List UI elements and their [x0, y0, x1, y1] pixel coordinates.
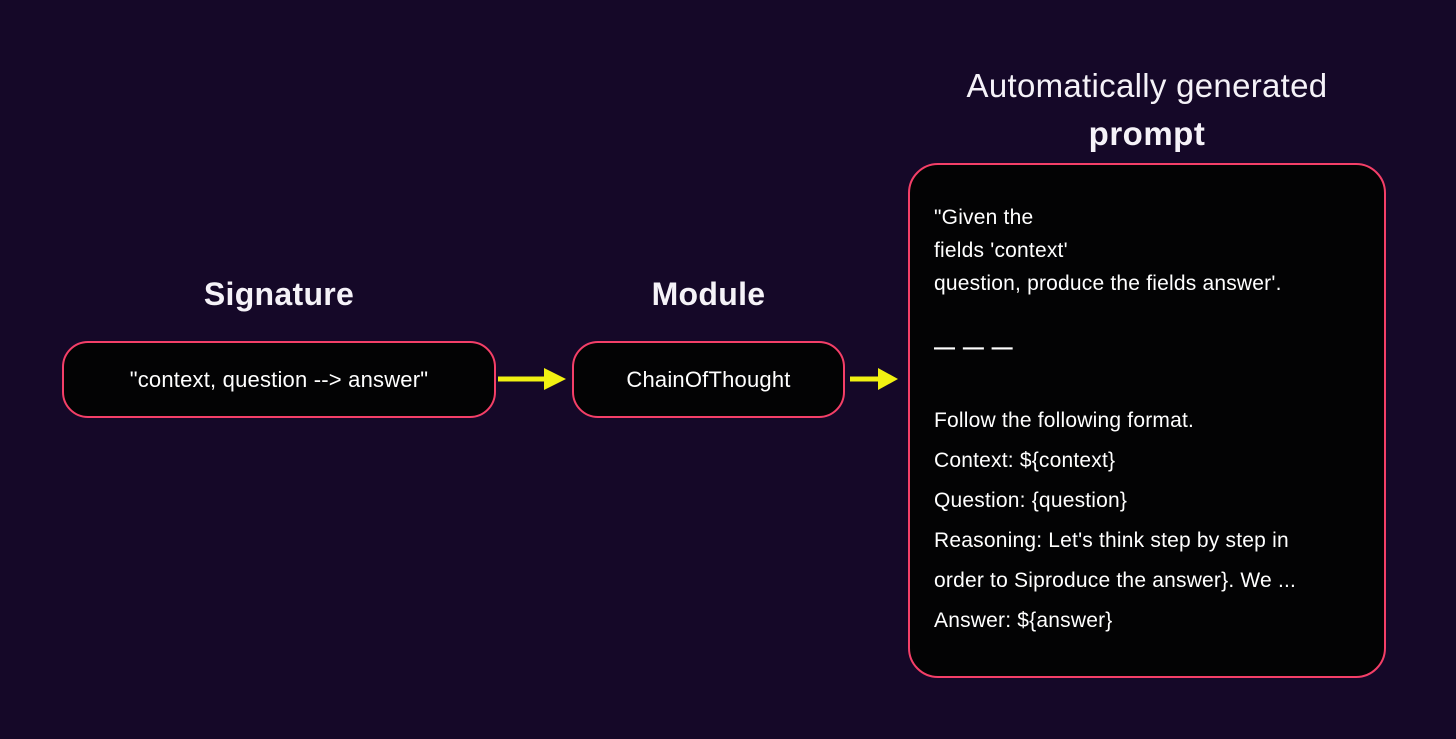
- prompt-heading-line1: Automatically generated: [966, 67, 1328, 104]
- signature-heading: Signature: [203, 276, 355, 312]
- prompt-intro-paragraph: "Given the fields 'context' question, pr…: [934, 201, 1364, 300]
- prompt-line: fields 'context': [934, 239, 1068, 262]
- signature-value: "context, question --> answer": [129, 366, 429, 392]
- prompt-line: Answer: ${answer}: [934, 609, 1113, 632]
- prompt-line: Follow the following format.: [934, 409, 1195, 432]
- module-box: ChainOfThought: [572, 341, 845, 418]
- prompt-line: Reasoning: Let's think step by step in: [934, 529, 1289, 552]
- prompt-divider-dashes: — — —: [934, 336, 1014, 359]
- prompt-line: Question: {question}: [934, 489, 1128, 512]
- signature-box: "context, question --> answer": [62, 341, 496, 418]
- prompt-heading-line2: prompt: [1088, 115, 1206, 152]
- module-heading: Module: [651, 276, 766, 312]
- prompt-format-paragraph: Follow the following format. Context: ${…: [934, 401, 1364, 641]
- arrow-right-icon: [850, 367, 900, 391]
- prompt-line: question, produce the fields answer'.: [934, 272, 1282, 295]
- prompt-line: Context: ${context}: [934, 449, 1116, 472]
- prompt-line: "Given the: [934, 206, 1034, 229]
- prompt-heading: Automatically generated prompt: [880, 62, 1414, 158]
- arrow-right-icon: [498, 367, 568, 391]
- prompt-line: order to Siproduce the answer}. We ...: [934, 569, 1297, 592]
- prompt-box: "Given the fields 'context' question, pr…: [908, 163, 1386, 678]
- module-value: ChainOfThought: [626, 366, 791, 392]
